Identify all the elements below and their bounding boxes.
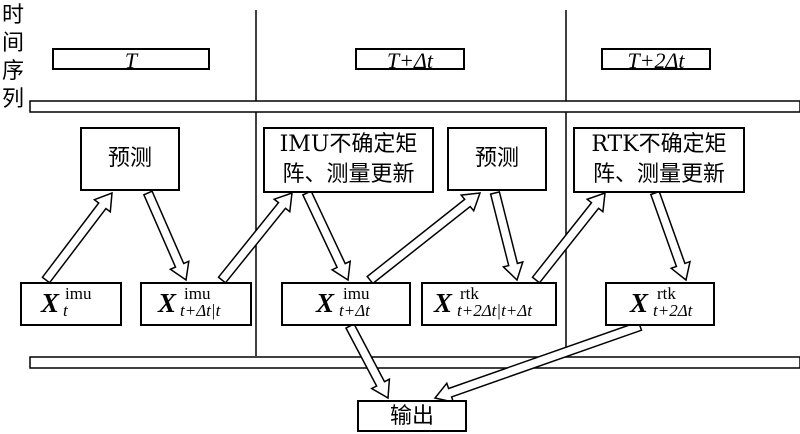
state-symbol: X <box>630 288 649 318</box>
state-subscript: t+2Δt|t+Δt <box>457 301 532 320</box>
arrow-predict-2-to-rtk-predicted <box>489 190 524 282</box>
side-label-char: 时 <box>1 3 24 28</box>
timeline-bar <box>29 100 800 113</box>
arrow-imu-updated-to-output <box>344 322 391 400</box>
state-subscript: t+2Δt <box>653 301 693 320</box>
predict-node-1-label: 预测 <box>107 146 152 171</box>
output-bar <box>29 356 800 369</box>
time-label-t-plus-2dt: T+2Δt <box>601 48 711 72</box>
arrow-rtk-update-to-rtk-updated <box>649 190 692 282</box>
state-subscript: t+Δt <box>339 301 370 320</box>
state-symbol: X <box>434 288 453 318</box>
predict-node-2: 预测 <box>447 127 547 191</box>
arrow-imu-updated-to-predict-2 <box>366 192 482 285</box>
state-symbol: X <box>158 288 177 318</box>
state-symbol: X <box>316 288 335 318</box>
state-superscript: imu <box>343 284 370 303</box>
side-label-char: 列 <box>1 87 24 112</box>
time-label-t-plus-dt: T+Δt <box>355 48 465 72</box>
side-label-char: 序 <box>1 59 24 84</box>
output-box: 输出 <box>357 400 467 432</box>
state-imu-t: X imu t <box>20 282 122 326</box>
state-imu-updated: X imu t+Δt <box>281 282 411 326</box>
predict-node-1: 预测 <box>80 127 180 191</box>
arrow-predict-1-to-imu-predicted <box>142 190 190 282</box>
state-superscript: imu <box>65 284 92 303</box>
state-subscript: t+Δt|t <box>180 301 221 320</box>
time-sequence-label: 时 间 序 列 <box>0 2 26 114</box>
state-superscript: rtk <box>657 284 676 303</box>
imu-update-node: IMU不确定矩 阵、测量更新 <box>263 127 434 193</box>
arrow-imu-update-to-imu-updated <box>301 190 352 282</box>
time-label-t: T <box>52 48 210 72</box>
predict-node-2-label: 预测 <box>474 146 519 171</box>
state-rtk-updated: X rtk t+2Δt <box>605 282 715 326</box>
imu-update-node-label: IMU不确定矩 阵、测量更新 <box>279 132 418 187</box>
state-symbol: X <box>41 288 60 318</box>
rtk-update-node: RTK不确定矩 阵、测量更新 <box>573 127 745 193</box>
arrow-imu-predicted-to-imu-update <box>217 191 293 284</box>
state-superscript: imu <box>184 284 211 303</box>
state-imu-predicted: X imu t+Δt|t <box>140 282 252 326</box>
state-subscript: t <box>63 301 68 320</box>
state-rtk-predicted: X rtk t+2Δt|t+Δt <box>421 282 557 326</box>
arrow-rtk-predicted-to-rtk-update <box>531 191 606 284</box>
state-superscript: rtk <box>460 284 479 303</box>
rtk-update-node-label: RTK不确定矩 阵、测量更新 <box>591 132 727 187</box>
arrow-imu-to-predict-1 <box>41 191 113 284</box>
side-label-char: 间 <box>1 31 24 56</box>
arrows-group <box>41 190 692 404</box>
